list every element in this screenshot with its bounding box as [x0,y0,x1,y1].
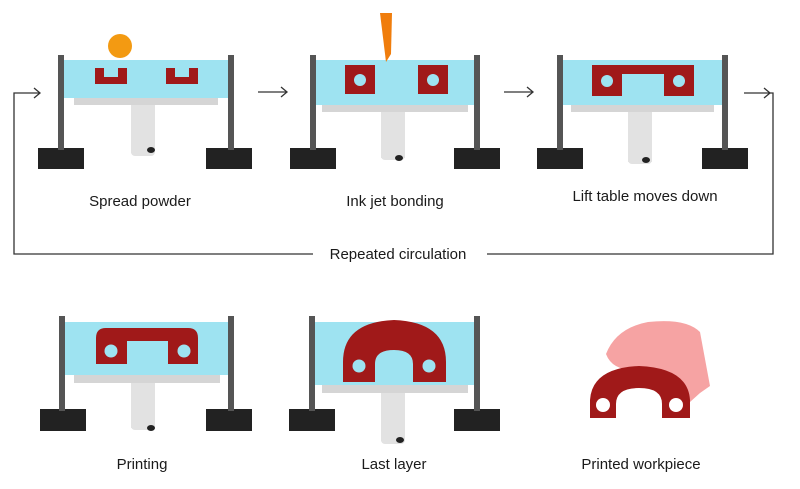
part-left-hole [601,75,613,87]
platform [74,375,220,383]
platform [322,385,468,393]
base-right [454,409,500,431]
part-left-hole [354,74,366,86]
base-left [40,409,86,431]
piston [381,112,405,158]
flow-arrows [258,86,535,98]
label-repeated-circulation: Repeated circulation [330,246,467,263]
part-right-hole [673,75,685,87]
platform [322,105,468,112]
post-left [59,316,65,411]
label-spread-powder: Spread powder [89,193,191,210]
post-right [722,55,728,150]
platform [571,105,714,112]
post-left [557,55,563,150]
piston [131,105,155,153]
step-spread-powder [38,34,252,169]
piston-pin [396,437,404,443]
post-right [228,55,234,150]
repeat-loop [13,87,774,255]
post-right [474,316,480,411]
post-right [474,55,480,150]
arrow-to-lift-table [504,86,535,98]
part-left-hole [352,359,366,373]
platform [74,98,218,105]
powder-bed [64,60,228,98]
workpiece-top-face [606,321,710,402]
workpiece-front-face [590,366,690,418]
loop-arrowhead-right [763,87,772,99]
piston-pin [642,157,650,163]
part-bridge [96,328,198,364]
base-left [289,409,335,431]
piston-pin [395,155,403,161]
label-last-layer: Last layer [361,456,426,473]
part-right [166,68,198,84]
step-ink-jet-bonding [290,13,500,169]
post-right [228,316,234,411]
part-right-hole [422,359,436,373]
part-left-hole [104,344,118,358]
step-printed-workpiece [590,321,710,418]
step-lift-table-moves-down [537,55,748,169]
workpiece-left-hole [596,398,610,412]
arrow-to-ink-jet [258,86,289,98]
label-printing: Printing [117,456,168,473]
post-left [58,55,64,150]
base-right [206,148,252,169]
piston-pin [147,425,155,431]
base-right [206,409,252,431]
ink-jet-nozzle [380,13,392,62]
label-ink-jet-bonding: Ink jet bonding [346,193,444,210]
part-right-hole [177,344,191,358]
loop-line-left [13,92,313,255]
powder-ball [108,34,132,58]
part-arch [343,320,446,382]
workpiece-right-hole [669,398,683,412]
loop-line-right [487,92,774,255]
base-left [38,148,84,169]
base-left [537,148,583,169]
label-printed-workpiece: Printed workpiece [581,456,700,473]
loop-arrowhead-left [33,87,42,99]
powder-bed [316,60,474,105]
base-right [454,148,500,169]
piston [381,393,405,441]
piston [628,112,652,162]
base-left [290,148,336,169]
base-right [702,148,748,169]
label-lift-table-moves-down: Lift table moves down [572,188,717,205]
step-printing [40,316,252,431]
part-bridge [592,65,694,96]
piston-pin [147,147,155,153]
step-last-layer [289,316,500,444]
piston [131,383,155,428]
part-left [95,68,127,84]
part-right-hole [427,74,439,86]
post-left [309,316,315,411]
post-left [310,55,316,150]
